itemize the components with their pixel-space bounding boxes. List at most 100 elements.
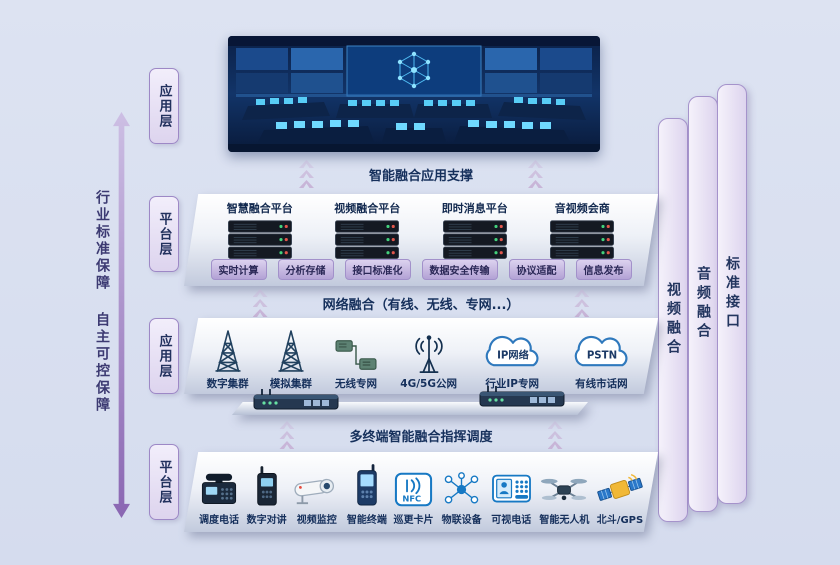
platform-smart-fusion: 智慧融合平台: [224, 200, 296, 261]
capability-pill-protocol-adapt: 协议适配: [508, 259, 565, 280]
gateway-router-icon: [479, 386, 565, 407]
chevron-up-icon: [279, 421, 295, 429]
network-item-label: 数字集群: [206, 378, 249, 390]
up-chevrons-icon: [547, 421, 563, 449]
pillar-video-fusion: 视频融合: [658, 118, 688, 522]
satellite-icon: [597, 473, 643, 501]
capability-pill-analytic-storage: 分析存储: [277, 259, 334, 280]
chevron-up-icon: [298, 180, 314, 188]
lattice-tower-icon: [209, 328, 247, 374]
terminal-smart-terminal: 智能终端: [347, 460, 387, 526]
up-chevrons-icon: [528, 160, 543, 188]
terminal-digital-intercom: 数字对讲: [247, 460, 287, 526]
capability-pill-api-standard: 接口标准化: [344, 259, 411, 280]
desk-phone-icon: [201, 473, 237, 504]
chevron-up-icon: [574, 289, 590, 297]
layer-chip-application-1: 应用层: [149, 68, 179, 144]
terminal-label: 巡更卡片: [393, 515, 434, 526]
flow-dispatch: 多终端智能融合指挥调度: [186, 421, 656, 449]
network-item-label: 4G/5G公网: [400, 378, 457, 390]
guarantee-label-industry-standard: 行业标准保障: [94, 190, 110, 292]
platform-instant-message: 即时消息平台: [439, 200, 511, 261]
network-item-label: 模拟集群: [269, 378, 312, 390]
chevron-up-icon: [574, 309, 590, 317]
drone-icon: [541, 478, 588, 501]
network-item-analog-trunking: 模拟集群: [270, 326, 312, 391]
chevron-up-icon: [279, 431, 295, 439]
flow-label-network-fusion: 网络融合（有线、无线、专网...）: [322, 297, 520, 313]
network-item-label: 行业IP专网: [485, 378, 539, 390]
handheld-terminal-icon: [357, 464, 377, 506]
terminal-label: 可视电话: [491, 515, 532, 526]
layer-chip-platform-1: 平台层: [149, 196, 179, 272]
terminal-dispatch-phone: 调度电话: [198, 460, 240, 526]
pillar-audio-fusion: 音频融合: [688, 96, 718, 512]
network-list: 数字集群 模拟集群: [184, 318, 658, 391]
platform-name: 视频融合平台: [334, 202, 401, 215]
platform-name: 音视频会商: [554, 202, 610, 215]
server-rack-icon: [331, 219, 403, 261]
terminal-list: 调度电话 数字对讲: [184, 452, 658, 526]
platform-layer-band: 智慧融合平台 视频融合平台 即时消息平台 音视频会商 实时计算 分: [184, 194, 658, 286]
network-item-4g5g-public: 4G/5G公网: [400, 326, 457, 391]
nfc-card-icon: NFC: [394, 472, 433, 507]
capability-list: 实时计算 分析存储 接口标准化 数据安全传输 协议适配 信息发布: [184, 259, 658, 280]
server-rack-icon: [224, 219, 296, 261]
terminal-layer-band: 调度电话 数字对讲: [184, 452, 658, 532]
terminal-patrol-card: NFC 巡更卡片: [394, 460, 434, 526]
iot-devices-icon: [444, 472, 479, 504]
terminal-video-phone: 可视电话: [490, 460, 533, 526]
network-item-wireless-private: 无线专网: [333, 326, 379, 391]
platform-video-fusion: 视频融合平台: [331, 200, 403, 261]
walkie-talkie-icon: [256, 466, 277, 506]
terminal-label: 视频监控: [296, 515, 337, 526]
cctv-camera-icon: [294, 478, 335, 505]
layer-chip-platform-2: 平台层: [149, 444, 179, 520]
chevron-up-icon: [252, 289, 268, 297]
server-rack-icon: [439, 219, 511, 261]
video-phone-icon: [491, 474, 531, 503]
layer-chip-application-2: 应用层: [149, 318, 179, 394]
chevron-up-icon: [252, 309, 268, 317]
terminal-label: 物联设备: [441, 515, 482, 526]
chevron-up-icon: [279, 441, 295, 449]
cloud-icon: PSTN: [567, 333, 635, 374]
flow-label-dispatch: 多终端智能融合指挥调度: [349, 429, 493, 445]
capability-pill-secure-transfer: 数据安全传输: [421, 259, 498, 280]
up-chevrons-icon: [298, 160, 314, 188]
capability-pill-info-publish: 信息发布: [575, 259, 632, 280]
network-band-surface: 数字集群 模拟集群: [184, 318, 658, 394]
chevron-up-icon: [528, 160, 543, 168]
chevron-up-icon: [528, 180, 543, 188]
terminal-label: 数字对讲: [246, 515, 287, 526]
chevron-up-icon: [252, 299, 268, 307]
network-item-label: 无线专网: [335, 378, 378, 390]
control-room-image: [228, 36, 600, 152]
flow-network-fusion: 网络融合（有线、无线、专网...）: [186, 289, 656, 317]
server-rack-icon: [546, 219, 618, 261]
terminal-label: 调度电话: [199, 515, 239, 526]
gateway-router-icon: [253, 389, 339, 410]
lattice-tower-icon: [272, 328, 310, 374]
network-item-pstn: PSTN 有线市话网: [567, 326, 635, 391]
flow-app-support: 智能融合应用支撑: [186, 158, 656, 190]
terminal-label: 智能无人机: [539, 515, 590, 526]
up-chevrons-icon: [252, 289, 268, 317]
platform-name: 即时消息平台: [441, 202, 508, 215]
nfc-text: NFC: [402, 494, 421, 504]
terminal-drone: 智能无人机: [539, 460, 589, 526]
chevron-up-icon: [298, 170, 314, 178]
terminal-video-surveillance: 视频监控: [293, 460, 340, 526]
network-item-digital-trunking: 数字集群: [207, 326, 249, 391]
platform-av-consultation: 音视频会商: [546, 200, 618, 261]
chevron-up-icon: [547, 431, 563, 439]
cloud-label: PSTN: [587, 350, 617, 361]
platform-band-surface: 智慧融合平台 视频融合平台 即时消息平台 音视频会商 实时计算 分: [184, 194, 658, 286]
terminal-beidou-gps: 北斗/GPS: [596, 460, 644, 526]
terminal-label: 北斗/GPS: [596, 515, 644, 526]
flow-label-app-support: 智能融合应用支撑: [368, 168, 473, 184]
capability-pill-realtime-compute: 实时计算: [210, 259, 267, 280]
up-chevrons-icon: [574, 289, 590, 317]
platform-list: 智慧融合平台 视频融合平台 即时消息平台 音视频会商: [184, 194, 658, 261]
